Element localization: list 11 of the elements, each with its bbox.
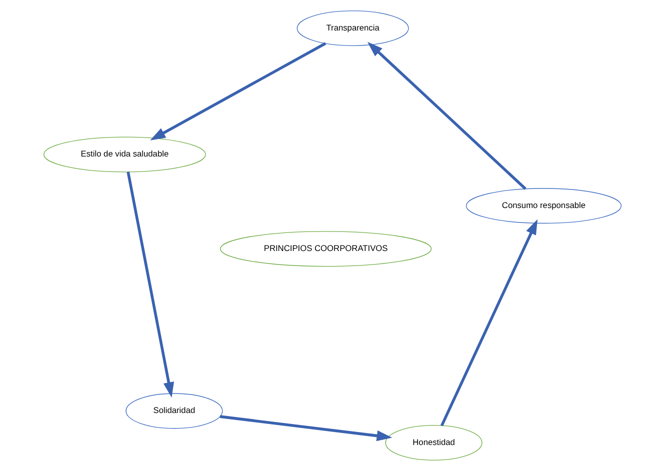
node-ellipse: Honestidad: [385, 424, 482, 461]
node-ellipse: PRINCIPIOS COORPORATIVOS: [220, 231, 432, 267]
arrow: [220, 415, 392, 442]
node-ellipse: Transparencia: [296, 10, 409, 46]
node-ellipse: Estilo de vida saludable: [43, 136, 206, 172]
arrow: [150, 42, 326, 140]
arrow: [367, 42, 526, 190]
arrow: [440, 219, 538, 426]
node-ellipse: Solidaridad: [126, 393, 223, 429]
arrow: [126, 172, 174, 398]
node-ellipse: Consumo responsable: [466, 188, 622, 224]
